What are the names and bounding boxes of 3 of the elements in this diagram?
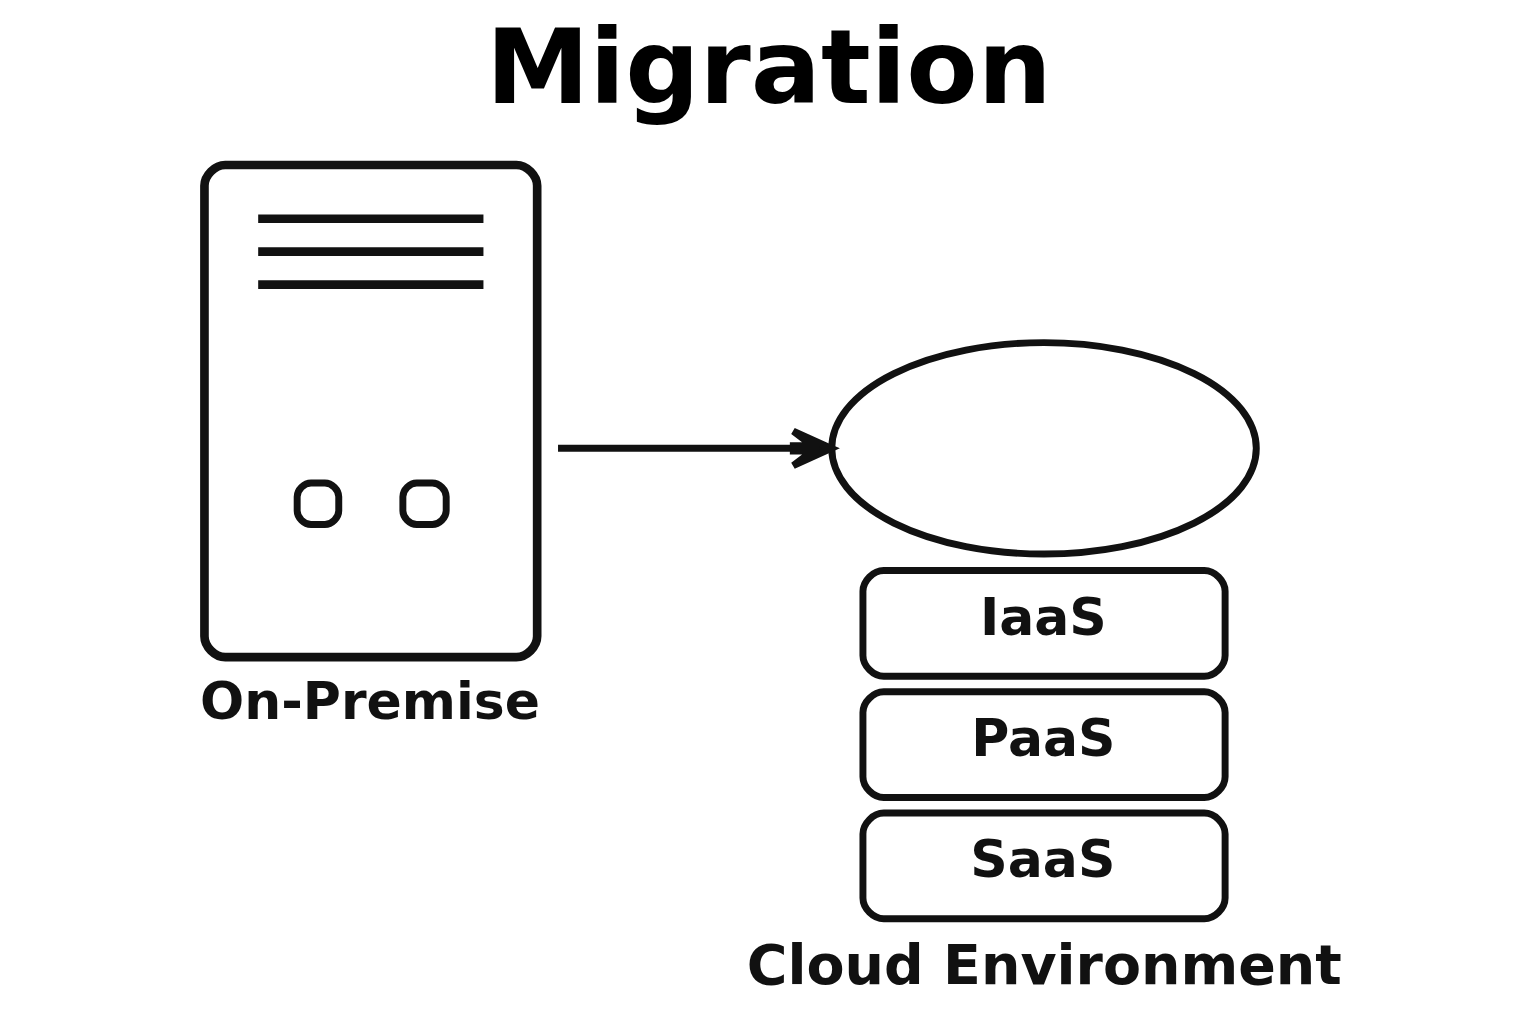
label: Cloud Environment [746, 932, 1342, 997]
node-label: On-Premise [199, 670, 540, 731]
diagram-title: Migration [485, 6, 1052, 129]
